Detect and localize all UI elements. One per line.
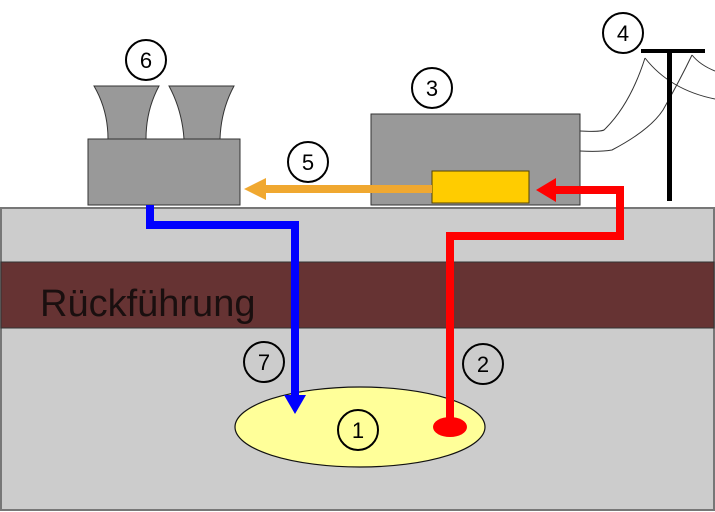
callout-7: 7 — [243, 341, 285, 383]
pole-crossarm — [641, 49, 705, 53]
svg-text:6: 6 — [140, 48, 152, 73]
cooling-tower-left — [93, 85, 160, 140]
callout-3: 3 — [411, 67, 453, 109]
svg-text:4: 4 — [617, 21, 629, 46]
svg-text:7: 7 — [258, 350, 270, 375]
heat-exchanger — [431, 170, 530, 204]
layer-label: Rückführung — [40, 283, 255, 325]
callout-2: 2 — [462, 343, 504, 385]
pole — [667, 53, 672, 201]
svg-text:1: 1 — [352, 418, 364, 443]
callout-5: 5 — [287, 141, 329, 183]
svg-text:5: 5 — [302, 150, 314, 175]
injection-pipe — [146, 205, 306, 414]
callout-4: 4 — [602, 12, 644, 54]
cooling-building — [87, 138, 241, 206]
return-layer — [0, 261, 715, 329]
power-line — [579, 54, 715, 152]
callout-6: 6 — [125, 39, 167, 81]
cooling-towers — [87, 85, 241, 206]
production-pipe — [433, 178, 624, 437]
heat-transfer-arrow — [244, 178, 432, 200]
svg-text:2: 2 — [477, 352, 489, 377]
callout-1: 1 — [337, 409, 379, 451]
cooling-tower-right — [168, 85, 235, 140]
svg-text:3: 3 — [426, 76, 438, 101]
